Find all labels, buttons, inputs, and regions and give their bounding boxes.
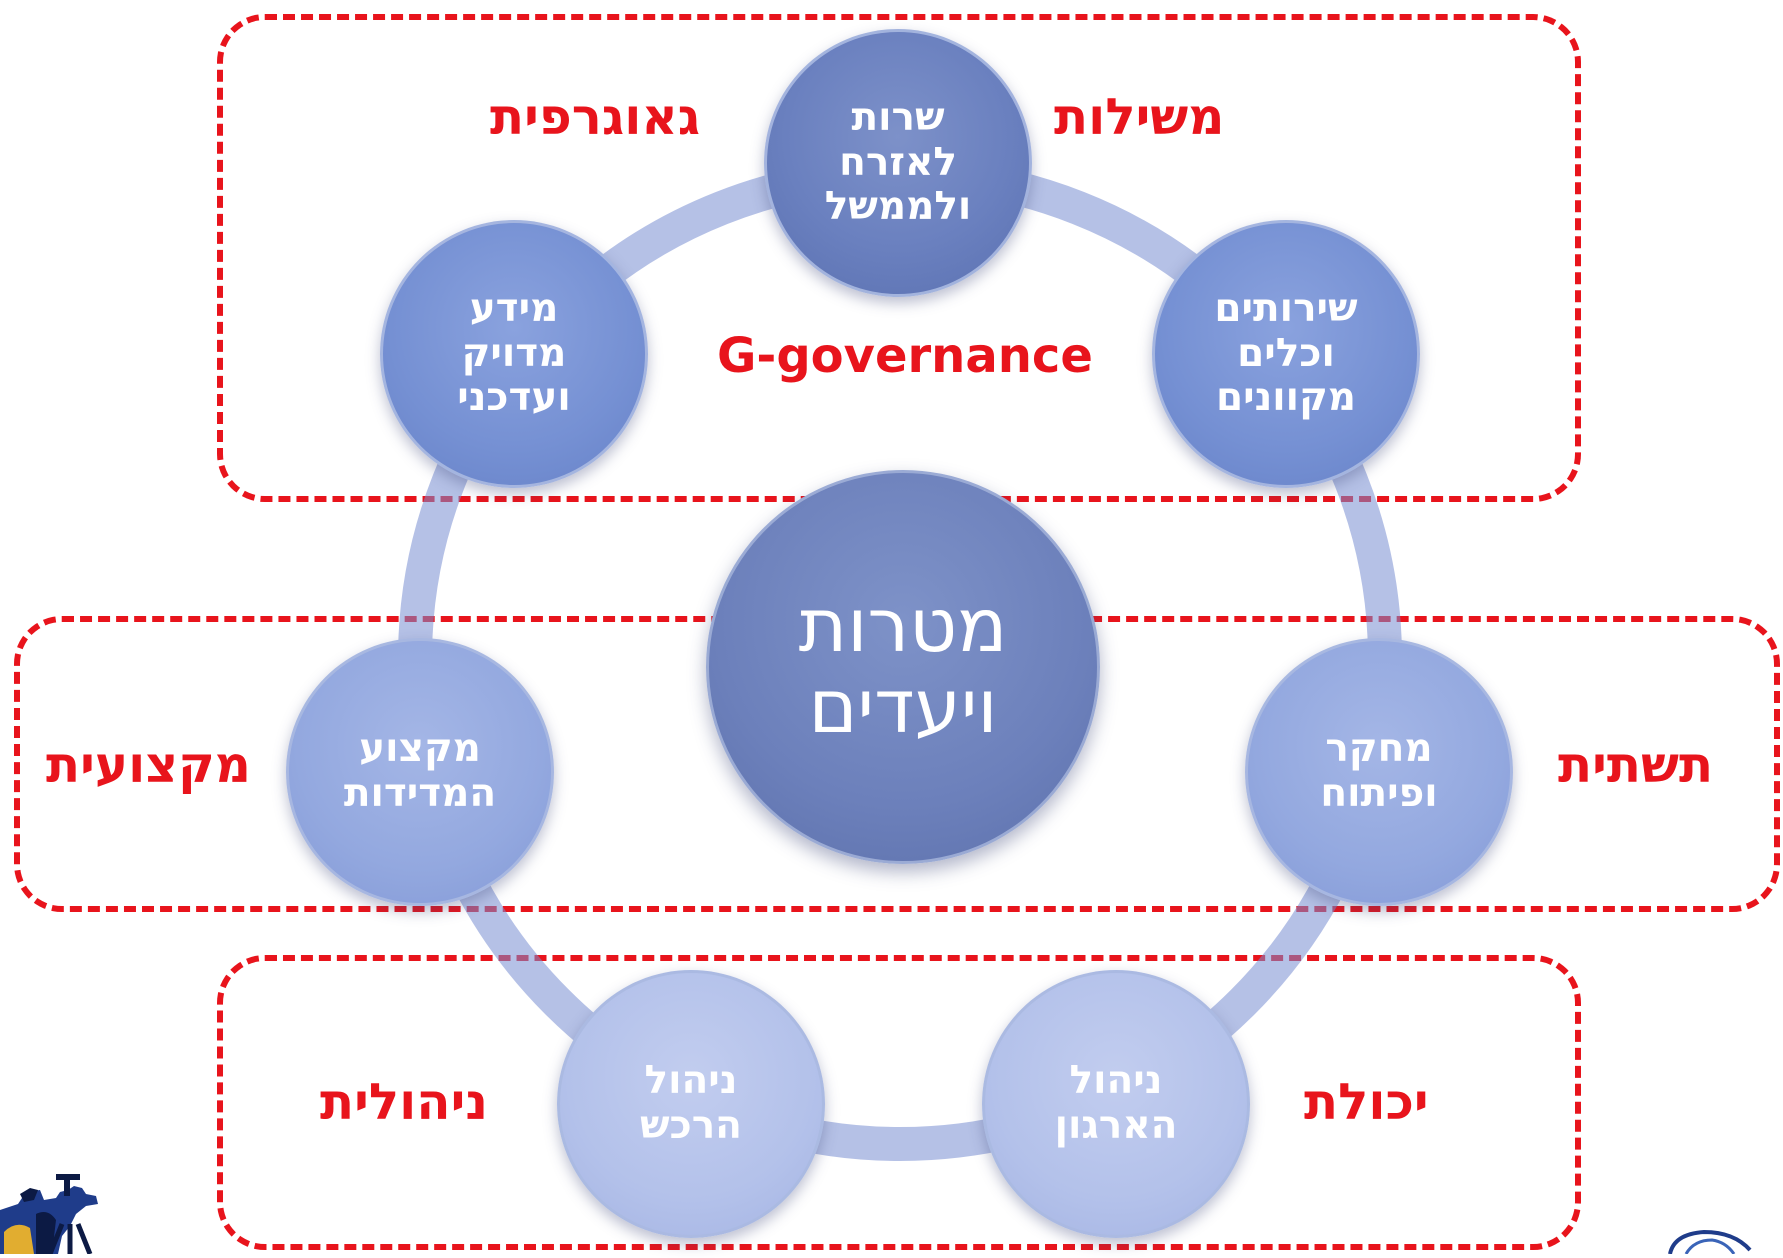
- center-goals-circle: מטרות ויעדים: [706, 470, 1100, 864]
- node-online-services: שירותים וכלים מקוונים: [1152, 220, 1420, 488]
- node-citizen-service: שרות לאזרח ולממשל: [764, 29, 1032, 297]
- node-line: ולממשל: [824, 184, 972, 230]
- node-line: וכלים: [1237, 330, 1335, 376]
- node-line: ניהול: [1069, 1058, 1163, 1104]
- node-accurate-data: מידע מדויק ועדכני: [380, 220, 648, 488]
- surveyor-logo-icon: [0, 1170, 105, 1255]
- node-line: מחקר: [1325, 726, 1433, 772]
- label-infrastructure: תשתית: [1558, 736, 1714, 794]
- node-surveying-profession: מקצוע המדידות: [286, 638, 554, 906]
- label-professional: מקצועית: [46, 736, 251, 794]
- node-line: הארגון: [1054, 1103, 1178, 1148]
- node-line: מדויק: [461, 330, 567, 376]
- node-line: מידע: [469, 285, 559, 331]
- node-research-development: מחקר ופיתוח: [1245, 638, 1513, 906]
- node-line: ופיתוח: [1320, 771, 1438, 816]
- node-line: ועדכני: [457, 375, 571, 421]
- node-procurement-management: ניהול הרכש: [557, 970, 825, 1238]
- g-governance-label: G-governance: [717, 328, 1093, 384]
- node-organization-management: ניהול הארגון: [982, 970, 1250, 1238]
- globe-logo-icon: [1664, 1228, 1754, 1255]
- node-line: המדידות: [343, 771, 497, 816]
- label-managerial: ניהולית: [320, 1073, 489, 1131]
- center-line-2: ויעדים: [808, 664, 998, 750]
- node-line: מקוונים: [1215, 375, 1357, 421]
- node-line: הרכש: [640, 1103, 742, 1148]
- label-capability: יכולת: [1304, 1073, 1429, 1131]
- node-line: מקצוע: [359, 726, 481, 772]
- node-line: שרות: [851, 94, 945, 140]
- label-geographic: גאוגרפית: [490, 88, 701, 146]
- node-line: לאזרח: [839, 139, 957, 185]
- node-line: ניהול: [644, 1058, 738, 1104]
- label-governance: משילות: [1054, 88, 1225, 146]
- node-line: שירותים: [1214, 285, 1358, 331]
- center-line-1: מטרות: [798, 582, 1008, 669]
